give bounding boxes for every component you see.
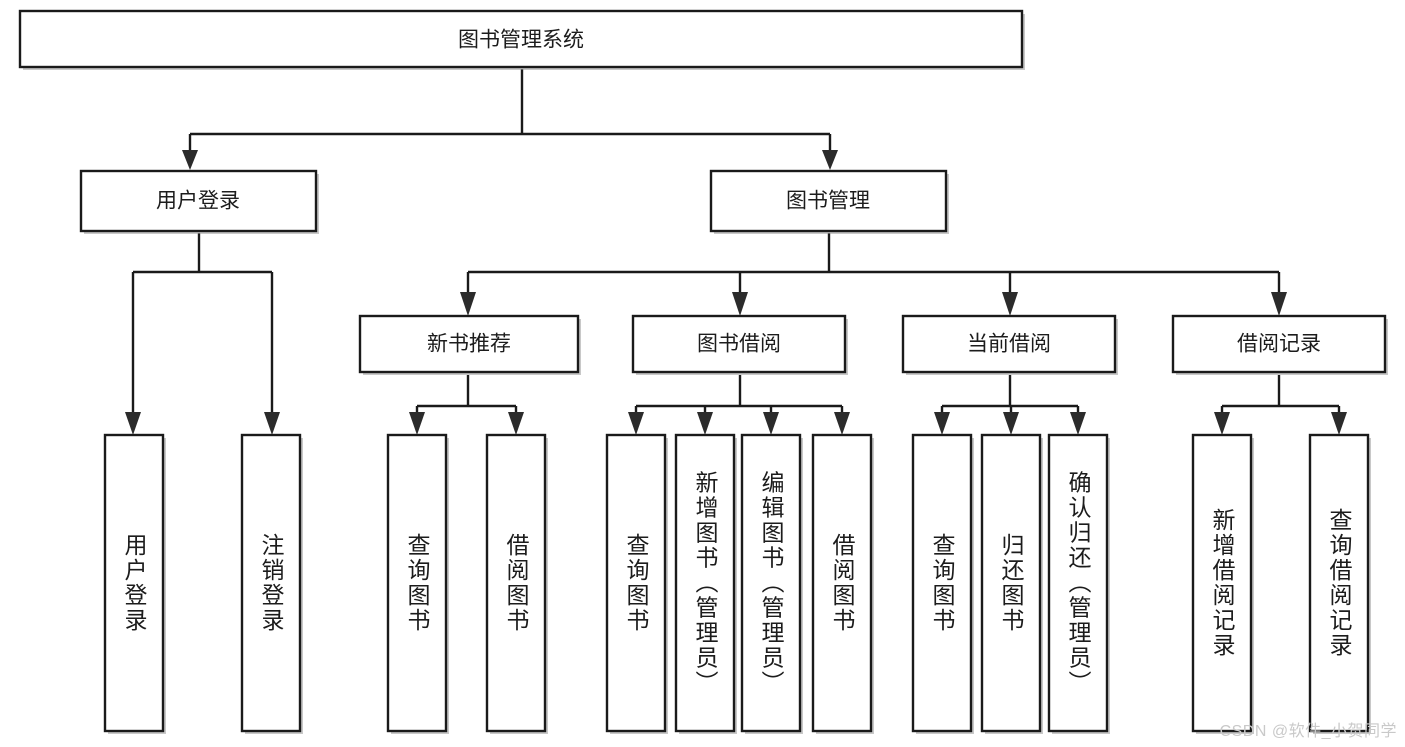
node-leaf-borrow-book-2-label: 借阅图书 xyxy=(829,533,856,633)
node-leaf-return-book[interactable]: 归还图书 xyxy=(980,433,1043,734)
node-book-manage-box xyxy=(709,169,948,233)
node-leaf-add-book-label: 新增图书（管理员） xyxy=(692,471,719,696)
arrow-head-leaf-add-record xyxy=(1214,412,1230,435)
node-leaf-query-book-3-box xyxy=(911,433,973,733)
connector-group xyxy=(125,69,1347,435)
node-user-login[interactable]: 用户登录 xyxy=(79,169,319,234)
arrow-head-user-login xyxy=(182,150,198,170)
node-leaf-query-book-1-box xyxy=(386,433,448,733)
arrow-head-leaf-confirm-return xyxy=(1070,412,1086,435)
arrow-head-borrow-record xyxy=(1271,292,1287,316)
node-leaf-query-record-box xyxy=(1308,433,1370,733)
node-new-book-recommend-box xyxy=(358,314,580,374)
node-leaf-add-record-box xyxy=(1191,433,1253,733)
node-leaf-query-book-2-box xyxy=(605,433,667,733)
node-leaf-borrow-book-1-box xyxy=(485,433,547,733)
node-leaf-query-record[interactable]: 查询借阅记录 xyxy=(1308,433,1371,734)
arrow-head-leaf-borrow-book-2 xyxy=(834,412,850,435)
node-book-borrow[interactable]: 图书借阅 xyxy=(631,314,848,375)
node-leaf-user-logout[interactable]: 注销登录 xyxy=(240,433,303,734)
arrow-head-leaf-return-book xyxy=(1003,412,1019,435)
node-leaf-query-book-3-label: 查询图书 xyxy=(929,533,956,633)
node-new-book-recommend-label: 新书推荐 xyxy=(427,333,511,356)
node-leaf-add-record[interactable]: 新增借阅记录 xyxy=(1191,433,1254,734)
arrow-head-new-book xyxy=(460,292,476,316)
node-leaf-return-book-box xyxy=(980,433,1042,733)
node-leaf-add-book-box xyxy=(674,433,736,733)
node-root[interactable]: 图书管理系统 xyxy=(18,9,1025,70)
node-leaf-add-record-label: 新增借阅记录 xyxy=(1209,508,1236,658)
node-root-box xyxy=(18,9,1024,69)
node-leaf-user-login-box xyxy=(103,433,165,733)
node-leaf-confirm-return[interactable]: 确认归还（管理员） xyxy=(1047,433,1110,734)
node-user-login-box xyxy=(79,169,318,233)
node-leaf-edit-book-box xyxy=(740,433,802,733)
node-leaf-edit-book[interactable]: 编辑图书（管理员） xyxy=(740,433,803,734)
arrow-head-leaf-borrow-book-1 xyxy=(508,412,524,435)
arrow-head-leaf-user-logout xyxy=(264,412,280,435)
node-book-borrow-box xyxy=(631,314,847,374)
arrow-head-leaf-query-book-1 xyxy=(409,412,425,435)
node-current-borrow[interactable]: 当前借阅 xyxy=(901,314,1118,375)
arrow-head-leaf-query-record xyxy=(1331,412,1347,435)
node-new-book-recommend[interactable]: 新书推荐 xyxy=(358,314,581,375)
node-leaf-query-book-1-label: 查询图书 xyxy=(404,533,431,633)
node-borrow-record[interactable]: 借阅记录 xyxy=(1171,314,1388,375)
node-leaf-user-logout-label: 注销登录 xyxy=(258,533,285,633)
node-leaf-confirm-return-box xyxy=(1047,433,1109,733)
node-leaf-query-book-2-label: 查询图书 xyxy=(623,533,650,633)
node-leaf-confirm-return-label: 确认归还（管理员） xyxy=(1065,471,1092,696)
node-leaf-user-logout-box xyxy=(240,433,302,733)
node-leaf-edit-book-label: 编辑图书（管理员） xyxy=(758,471,785,696)
node-user-login-label: 用户登录 xyxy=(156,190,240,213)
node-borrow-record-box xyxy=(1171,314,1387,374)
node-leaf-borrow-book-1[interactable]: 借阅图书 xyxy=(485,433,548,734)
node-leaf-borrow-book-1-label: 借阅图书 xyxy=(503,533,530,633)
arrow-head-leaf-user-login xyxy=(125,412,141,435)
node-root-label: 图书管理系统 xyxy=(458,29,584,52)
arrow-head-leaf-query-book-3 xyxy=(934,412,950,435)
node-leaf-borrow-book-2-box xyxy=(811,433,873,733)
arrow-head-leaf-edit-book xyxy=(763,412,779,435)
node-leaf-query-book-2[interactable]: 查询图书 xyxy=(605,433,668,734)
node-current-borrow-label: 当前借阅 xyxy=(967,333,1051,356)
node-leaf-add-book[interactable]: 新增图书（管理员） xyxy=(674,433,737,734)
node-current-borrow-box xyxy=(901,314,1117,374)
arrow-head-book-manage xyxy=(822,150,838,170)
node-leaf-borrow-book-2[interactable]: 借阅图书 xyxy=(811,433,874,734)
arrow-head-leaf-query-book-2 xyxy=(628,412,644,435)
node-leaf-user-login[interactable]: 用户登录 xyxy=(103,433,166,734)
node-leaf-return-book-label: 归还图书 xyxy=(998,533,1025,633)
arrow-head-book-borrow xyxy=(732,292,748,316)
node-book-borrow-label: 图书借阅 xyxy=(697,333,781,356)
arrow-head-leaf-add-book xyxy=(697,412,713,435)
node-leaf-query-book-1[interactable]: 查询图书 xyxy=(386,433,449,734)
arrow-head-current-borrow xyxy=(1002,292,1018,316)
node-leaf-query-book-3[interactable]: 查询图书 xyxy=(911,433,974,734)
node-book-manage[interactable]: 图书管理 xyxy=(709,169,949,234)
node-book-manage-label: 图书管理 xyxy=(786,190,870,213)
node-leaf-query-record-label: 查询借阅记录 xyxy=(1326,508,1353,658)
node-borrow-record-label: 借阅记录 xyxy=(1237,333,1321,356)
node-leaf-user-login-label: 用户登录 xyxy=(121,533,148,633)
